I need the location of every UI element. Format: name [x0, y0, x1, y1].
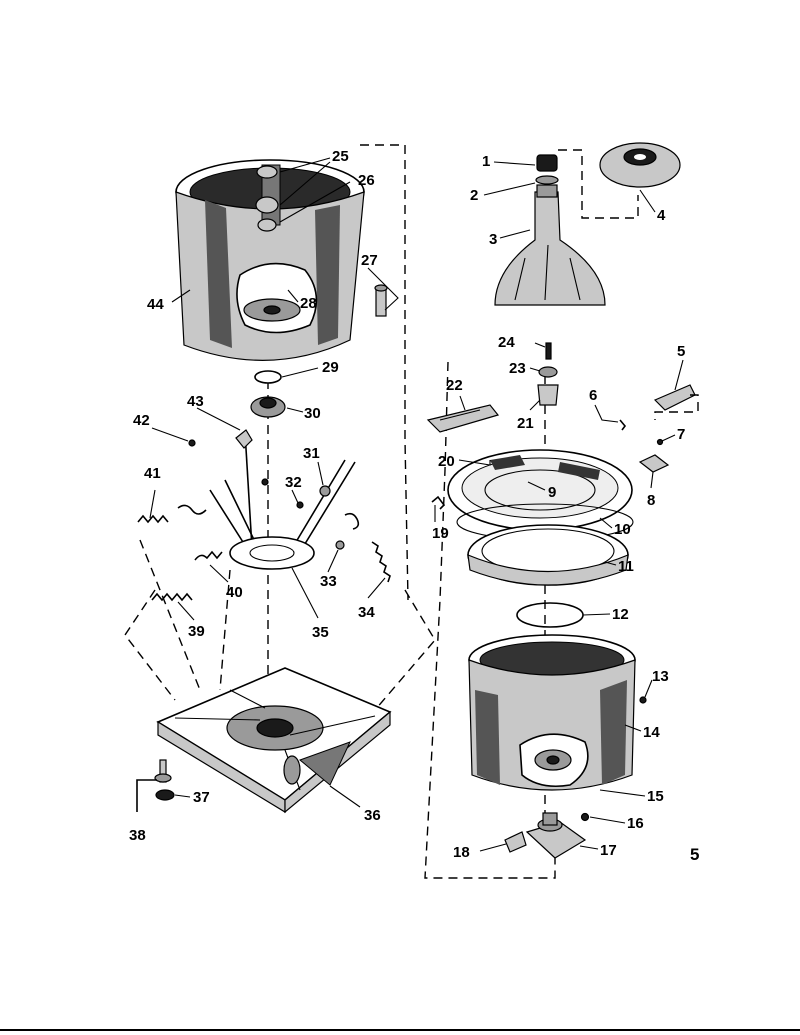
part-label: 38: [129, 827, 146, 844]
part-label: 33: [320, 573, 337, 590]
part-label: 19: [432, 525, 449, 542]
part-label: 28: [300, 295, 317, 312]
spring-34: [371, 541, 391, 583]
part-label: 16: [627, 815, 644, 832]
bolt-42: [188, 439, 196, 447]
part-label: 7: [677, 426, 685, 443]
screw-24: [545, 342, 552, 360]
hardware-mid: [261, 478, 269, 486]
part-label: 22: [446, 377, 463, 394]
seal-washer: [254, 370, 282, 384]
clip-6: [619, 419, 627, 431]
part-label: 2: [470, 187, 478, 204]
part-label: 14: [643, 724, 660, 741]
washer-33: [335, 540, 345, 550]
tub-seal: [516, 602, 584, 628]
leveling-foot: [136, 759, 175, 812]
part-label: 43: [187, 393, 204, 410]
part-label: 13: [652, 668, 669, 685]
suspension-frame: [209, 429, 356, 570]
part-label: 9: [548, 484, 556, 501]
base-link-left: [124, 589, 176, 701]
part-label: 30: [304, 405, 321, 422]
part-label: 24: [498, 334, 515, 351]
part-label: 11: [618, 558, 634, 575]
part-label: 26: [358, 172, 375, 189]
part-label: 6: [589, 387, 597, 404]
clip-5: [653, 384, 699, 420]
part-label: 34: [358, 604, 375, 621]
nut-31: [319, 485, 331, 497]
part-label: 21: [517, 415, 534, 432]
balance-ring: [447, 449, 633, 531]
part-label: 17: [600, 842, 617, 859]
part-label: 5: [677, 343, 685, 360]
nut-32: [296, 501, 304, 509]
cap-link: [558, 149, 639, 219]
part-label: 35: [312, 624, 329, 641]
part-label: 23: [509, 360, 526, 377]
base-frame: [156, 667, 392, 814]
part-label: 32: [285, 474, 302, 491]
spring-40: [194, 550, 223, 561]
part-label: 37: [193, 789, 210, 806]
part-label: 20: [438, 453, 455, 470]
screw-7: [656, 438, 664, 446]
screw-16: [580, 812, 590, 822]
dispenser: [426, 404, 500, 433]
tub-fittings: [255, 165, 279, 232]
bracket-18: [504, 831, 527, 853]
part-label: 15: [647, 788, 664, 805]
part-label: 18: [453, 844, 470, 861]
part-label: 12: [612, 606, 629, 623]
part-number-labels: 1 2 3 4 5 6 7 8 9 10 11 12 13 14 15 16 1…: [129, 148, 685, 861]
spin-basket: [468, 634, 636, 791]
part-label: 25: [332, 148, 349, 165]
part-label: 36: [364, 807, 381, 824]
agitator-cap: [599, 142, 681, 188]
part-label: 4: [657, 207, 666, 224]
part-label: 29: [322, 359, 339, 376]
spring-41: [137, 504, 207, 524]
base-link-mid2: [219, 569, 231, 691]
hook-right: [344, 512, 360, 530]
left-group-boundary: [360, 144, 409, 601]
agitator-nut: [535, 154, 559, 185]
drive-hub: [525, 812, 587, 859]
part-label: 41: [144, 465, 161, 482]
part-label: 8: [647, 492, 655, 509]
base-link-mid1: [139, 539, 201, 691]
agitator: [494, 184, 606, 306]
coupler: [537, 384, 559, 406]
bearing-assembly: [250, 396, 286, 418]
part-label: 44: [147, 296, 164, 313]
tub-pin: [374, 284, 388, 317]
part-label: 40: [226, 584, 243, 601]
washer-23: [538, 366, 558, 378]
part-label: 39: [188, 623, 205, 640]
base-link-right: [374, 589, 436, 711]
screw-13: [639, 696, 647, 704]
leader-lines: [149, 157, 684, 852]
bracket-8: [638, 454, 670, 473]
part-label: 31: [303, 445, 320, 462]
part-label: 27: [361, 252, 378, 269]
part-label: 3: [489, 231, 497, 248]
part-label: 1: [482, 153, 490, 170]
part-label: 10: [614, 521, 631, 538]
spring-39: [151, 592, 193, 602]
part-label: 42: [133, 412, 150, 429]
tub-ring: [467, 524, 629, 586]
page-marker: 5: [690, 845, 699, 864]
right-group-boundary: [424, 361, 556, 879]
clip-19: [431, 495, 446, 510]
